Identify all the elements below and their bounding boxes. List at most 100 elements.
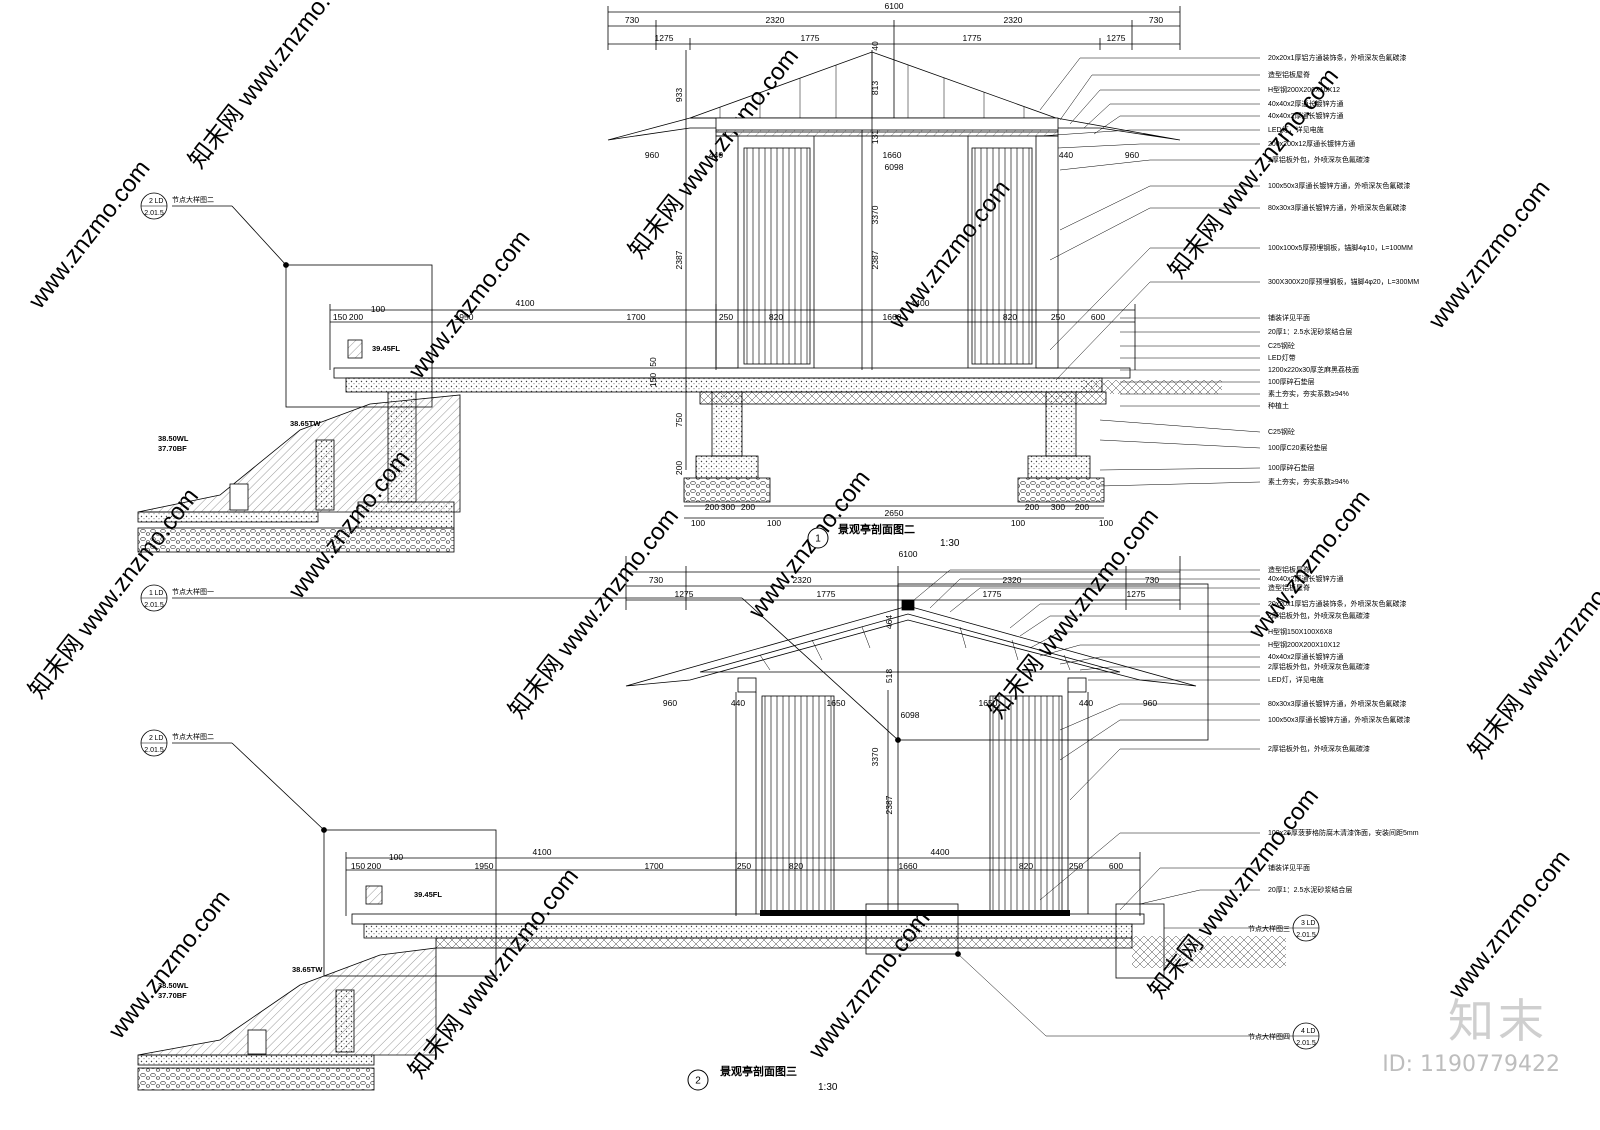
dim-vertical: 40 [870, 41, 880, 51]
note-callout: LED灯，详见电施 [1268, 675, 1324, 684]
dim-total: 6100 [885, 1, 904, 11]
note-callout: H型钢200X200X10X12 [1268, 85, 1340, 94]
detail-ref-s2-4-num: 4 [1301, 1028, 1305, 1035]
section1-title-circle [807, 527, 829, 549]
dim-deck-sub: 600 [1109, 861, 1123, 871]
detail-ref-s2-2-label: 节点大样图二 [172, 732, 214, 741]
note-callout: 40x40x2厚通长镀锌方通 [1268, 652, 1343, 661]
dim-bottom-sub: 300 [1051, 502, 1065, 512]
watermark-text: www.znzmo.com [1243, 485, 1376, 644]
detail-ref-s2-3-num: 3 [1301, 920, 1305, 927]
dim-second: 1775 [983, 589, 1002, 599]
note-callout: 100x100x5厚预埋钢板，锚脚4φ10，L=100MM [1268, 243, 1413, 252]
dim-second: 1275 [675, 589, 694, 599]
section2-scale: 1:30 [818, 1082, 838, 1093]
dim-deck-sub: 250 [737, 861, 751, 871]
note-callout: 20x20x1厚铝方通装饰条，外喷深灰色氟碳漆 [1268, 599, 1406, 608]
note-callout: 100x25厚菠萝格防腐木清漆饰面，安装间距5mm [1268, 828, 1419, 837]
dim-second: 1275 [655, 33, 674, 43]
note-callout: 100x50x3厚通长镀锌方通，外喷深灰色氟碳漆 [1268, 181, 1410, 190]
dim-vertical: 50 [648, 357, 658, 367]
note-callout: 种植土 [1268, 401, 1289, 410]
dim-deck-sub: 1700 [645, 861, 664, 871]
dim-second: 1775 [963, 33, 982, 43]
note-callout: 2厚铝板外包，外喷深灰色氟碳漆 [1268, 155, 1370, 164]
dim-vertical: 518 [884, 669, 894, 683]
dim-mid: 960 [1125, 150, 1139, 160]
note-callout: 铺装详见平面 [1268, 313, 1310, 322]
section2-title-circle [687, 1069, 709, 1091]
dim-mid: 1650 [979, 698, 998, 708]
note-callout: 80x30x3厚通长镀锌方通，外喷深灰色氟碳漆 [1268, 699, 1406, 708]
watermark-text: 知末网 www.znzmo.com [1463, 543, 1600, 763]
dim-deck-sub: 1660 [899, 861, 918, 871]
watermark-text: 知末网 www.znzmo.com [183, 0, 364, 174]
dim-deck-small: 100 [389, 852, 403, 862]
note-callout: 40x40x2厚通长镀锌方通 [1268, 111, 1343, 120]
detail-ref-s2-4-label: 节点大样图四 [1248, 1032, 1290, 1041]
dim-vertical: 2387 [870, 250, 880, 269]
level-mark: 38.65TW [290, 419, 321, 428]
level-mark: 38.65TW [292, 965, 323, 974]
section1-scale: 1:30 [940, 538, 960, 549]
dim-deck-sub: 250 [719, 312, 733, 322]
dim-vertical: 3370 [870, 747, 880, 766]
note-callout: C25钢砼 [1268, 341, 1295, 350]
dim-deck-sub: 820 [769, 312, 783, 322]
dim-mid: 1650 [827, 698, 846, 708]
note-callout: 素土夯实，夯实系数≥94% [1268, 477, 1349, 486]
dim-deck-sub: 600 [1091, 312, 1105, 322]
dim-vertical: 131 [870, 130, 880, 144]
note-callout: 2厚铝板外包，外喷深灰色氟碳漆 [1268, 611, 1370, 620]
dim-deck-sub: 200 [367, 861, 381, 871]
dim-vertical: 3370 [870, 205, 880, 224]
watermark-text: 知末网 www.znzmo.com [503, 503, 684, 723]
level-mark: 37.70BF [158, 444, 187, 453]
detail-ref-s2-4-page: 2.01.5 [1296, 1040, 1316, 1047]
level-mark: 38.50WL [158, 434, 189, 443]
detail-ref-s2-4-sheet: LD [1307, 1028, 1316, 1035]
detail-ref-s2-3-sheet: LD [1307, 920, 1316, 927]
note-callout: 200x200x12厚通长镀锌方通 [1268, 139, 1355, 148]
note-callout: 40x40x2厚通长镀锌方通 [1268, 574, 1343, 583]
dim-mid: 1660 [883, 150, 902, 160]
dim-top: 730 [1145, 575, 1159, 585]
dim-mid-total: 6098 [901, 710, 920, 720]
dim-deck: 4400 [911, 298, 930, 308]
detail-ref-s2-3-page: 2.01.5 [1296, 932, 1316, 939]
dim-bottom: 2650 [885, 508, 904, 518]
note-callout: 100x50x3厚通长镀锌方通，外喷深灰色氟碳漆 [1268, 715, 1410, 724]
watermark-text: www.znzmo.com [1443, 845, 1576, 1004]
watermark-text: www.znzmo.com [1423, 175, 1556, 334]
dim-deck-sub: 1700 [627, 312, 646, 322]
section2-title-text: 景观亭剖面图三 [719, 1064, 797, 1078]
note-callout: H型钢200X200X10X12 [1268, 640, 1340, 649]
dim-deck: 4100 [533, 847, 552, 857]
dim-deck: 4400 [931, 847, 950, 857]
note-callout: 2厚铝板外包，外喷深灰色氟碳漆 [1268, 744, 1370, 753]
section2-title-number: 2 [695, 1076, 701, 1087]
note-callout: 20x20x1厚铝方通装饰条，外喷深灰色氟碳漆 [1268, 53, 1406, 62]
detail-ref-s2-2-sheet: LD [155, 735, 164, 742]
note-callout: LED灯，详见电施 [1268, 125, 1324, 134]
dim-bottom-sub: 100 [1011, 518, 1025, 528]
dim-deck-sub: 250 [1069, 861, 1083, 871]
dim-top: 730 [625, 15, 639, 25]
brand-watermark: 知末 [1448, 994, 1548, 1048]
section-2 [137, 556, 1296, 1091]
detail-ref-s2-1-page: 2.01.5 [144, 602, 164, 609]
note-callout: 80x30x3厚通长镀锌方通，外喷深灰色氟碳漆 [1268, 203, 1406, 212]
dim-deck: 4100 [516, 298, 535, 308]
section-1 [137, 6, 1261, 553]
dim-deck-sub: 200 [349, 312, 363, 322]
level-mark: 37.70BF [158, 991, 187, 1000]
watermark-text: www.znzmo.com [103, 885, 236, 1044]
dim-bottom-sub: 100 [691, 518, 705, 528]
dim-deck-sub: 820 [1019, 861, 1033, 871]
detail-ref-s1-page: 2.01.5 [144, 210, 164, 217]
level-mark: 38.50WL [158, 981, 189, 990]
dim-vertical: 2387 [884, 795, 894, 814]
dim-vertical: 933 [674, 88, 684, 102]
note-callout: 100厚碎石垫层 [1268, 377, 1315, 386]
dim-deck-sub: 820 [1003, 312, 1017, 322]
